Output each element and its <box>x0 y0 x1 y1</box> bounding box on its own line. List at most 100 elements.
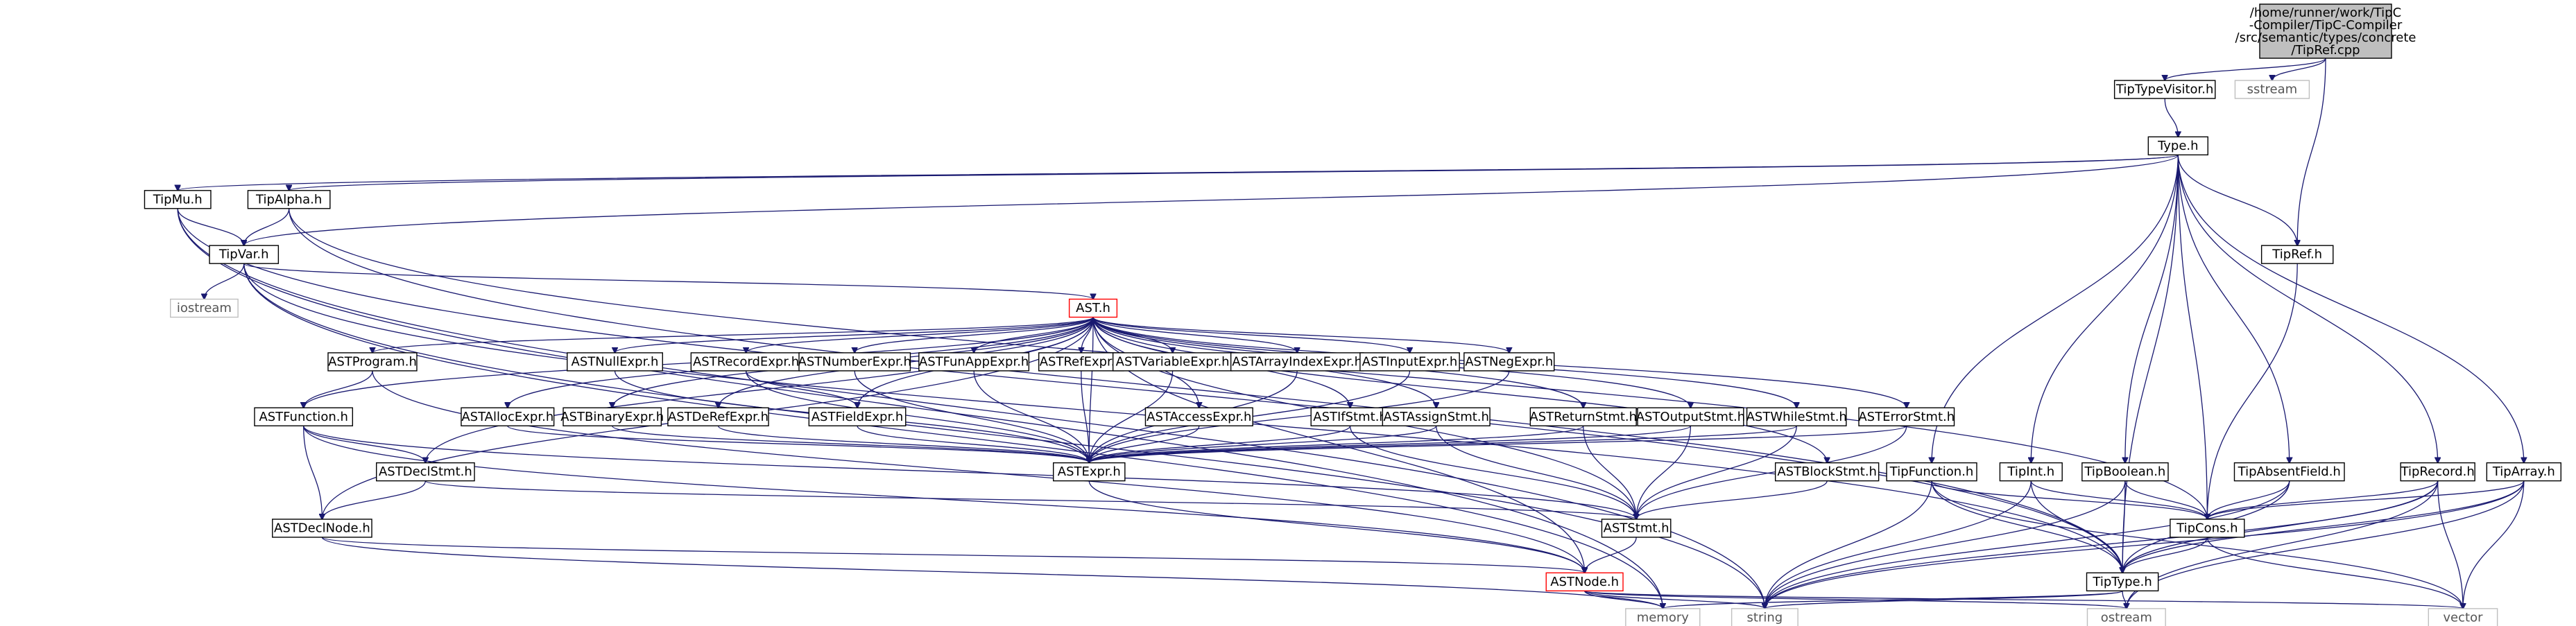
include-edge <box>717 425 1089 462</box>
node-astaccessexpr-h[interactable]: ASTAccessExpr.h <box>1144 407 1253 426</box>
node-astnode-h[interactable]: ASTNode.h <box>1545 572 1624 592</box>
node-tipfunction-h[interactable]: TipFunction.h <box>1886 462 1977 482</box>
node-label: TipVar.h <box>218 247 269 262</box>
node-box <box>1601 519 1672 538</box>
node-astarrayindexexpr-h[interactable]: ASTArrayIndexExpr.h <box>1230 352 1364 372</box>
node-box <box>144 190 212 209</box>
node-box <box>567 352 663 372</box>
node-astbinaryexpr-h[interactable]: ASTBinaryExpr.h <box>560 407 664 426</box>
include-edge <box>1931 480 2207 519</box>
include-edge <box>2125 155 2179 462</box>
node-astexpr-h[interactable]: ASTExpr.h <box>1053 462 1126 482</box>
node-ostream[interactable]: ostream <box>2086 608 2166 626</box>
include-edge <box>1583 590 1765 609</box>
include-edge <box>1931 480 2463 609</box>
include-edge <box>1089 370 1510 463</box>
include-edge <box>2177 155 2289 462</box>
node-tipmu-h[interactable]: TipMu.h <box>144 190 212 209</box>
include-edge <box>1663 590 2123 609</box>
node-tipabsentfield-h[interactable]: TipAbsentField.h <box>2233 462 2345 482</box>
node-astprogram-h[interactable]: ASTProgram.h <box>327 352 418 372</box>
node-tiparray-h[interactable]: TipArray.h <box>2486 462 2562 482</box>
include-edge <box>244 154 2179 245</box>
node-astreturnstmt-h[interactable]: ASTReturnStmt.h <box>1529 407 1637 426</box>
node-box <box>376 462 475 482</box>
node-label: ASTReturnStmt.h <box>1529 410 1637 424</box>
node-tipboolean-h[interactable]: TipBoolean.h <box>2081 462 2169 482</box>
node-astoutputstmt-h[interactable]: ASTOutputStmt.h <box>1636 407 1745 426</box>
node-box <box>1858 407 1955 426</box>
node-tipref-h[interactable]: TipRef.h <box>2260 245 2334 264</box>
node-astfunappexpr-h[interactable]: ASTFunAppExpr.h <box>918 352 1030 372</box>
node-label: ASTErrorStmt.h <box>1858 410 1955 424</box>
node-tiptype-h[interactable]: TipType.h <box>2086 572 2159 592</box>
node-tipalpha-h[interactable]: TipAlpha.h <box>247 190 331 209</box>
node-label: TipType.h <box>2092 575 2152 589</box>
node-astassignstmt-h[interactable]: ASTAssignStmt.h <box>1382 407 1491 426</box>
include-edge <box>855 317 1094 353</box>
node-astrecordexpr-h[interactable]: ASTRecordExpr.h <box>690 352 802 372</box>
node-label: TipArray.h <box>2492 464 2555 479</box>
node-iostream[interactable]: iostream <box>170 298 239 318</box>
node-astdeclstmt-h[interactable]: ASTDeclStmt.h <box>376 462 475 482</box>
node-box <box>2486 462 2562 482</box>
include-edge <box>372 316 1094 353</box>
node-label: ASTIfStmt.h <box>1313 410 1387 424</box>
include-edge <box>1764 480 2290 609</box>
node-label: ASTAllocExpr.h <box>461 410 553 424</box>
include-edge <box>204 263 245 299</box>
node-label: TipRecord.h <box>2401 464 2475 479</box>
node-astfieldexpr-h[interactable]: ASTFieldExpr.h <box>808 407 907 426</box>
include-edge <box>2030 480 2207 519</box>
node-tiptypevisitor-h[interactable]: TipTypeVisitor.h <box>2113 80 2216 99</box>
node-astinputexpr-h[interactable]: ASTInputExpr.h <box>1359 352 1460 372</box>
node-astnullexpr-h[interactable]: ASTNullExpr.h <box>567 352 663 372</box>
node-tipcons-h[interactable]: TipCons.h <box>2170 519 2245 538</box>
node-box <box>2170 519 2245 538</box>
node-astblockstmt-h[interactable]: ASTBlockStmt.h <box>1774 462 1880 482</box>
include-edge <box>178 154 2179 190</box>
node-astrefexpr-h[interactable]: ASTRefExpr.h <box>1038 352 1124 372</box>
node-tiprecord-h[interactable]: TipRecord.h <box>2400 462 2475 482</box>
node-tipint-h[interactable]: TipInt.h <box>1999 462 2063 482</box>
include-edge <box>1764 480 2439 609</box>
node-label: ASTAssignStmt.h <box>1383 410 1488 424</box>
node-astwhilestmt-h[interactable]: ASTWhileStmt.h <box>1746 407 1847 426</box>
node-astnegexpr-h[interactable]: ASTNegExpr.h <box>1463 352 1555 372</box>
node-box <box>247 190 331 209</box>
node-sstream[interactable]: sstream <box>2234 80 2310 99</box>
include-edge <box>854 370 1089 463</box>
include-edge <box>1089 425 1584 462</box>
node-string[interactable]: string <box>1731 608 1798 626</box>
node-label: ASTBlockStmt.h <box>1777 464 1877 479</box>
node-label: ostream <box>2101 610 2152 625</box>
node-asterrorstmt-h[interactable]: ASTErrorStmt.h <box>1858 407 1955 426</box>
node-box <box>667 407 769 426</box>
node-astderefexpr-h[interactable]: ASTDeRefExpr.h <box>667 407 769 426</box>
node-type-h[interactable]: Type.h <box>2147 136 2208 156</box>
node-ast-h[interactable]: AST.h <box>1068 298 1118 318</box>
node-astvariableexpr-h[interactable]: ASTVariableExpr.h <box>1112 352 1233 372</box>
node-astdeclnode-h[interactable]: ASTDeclNode.h <box>272 519 372 538</box>
node-astifstmt-h[interactable]: ASTIfStmt.h <box>1310 407 1390 426</box>
node-label: ASTDeRefExpr.h <box>668 410 768 424</box>
include-edge <box>424 480 1636 519</box>
include-edge <box>2207 480 2439 519</box>
node-label: string <box>1747 610 1783 625</box>
node-memory[interactable]: memory <box>1625 608 1701 626</box>
node-astallocexpr-h[interactable]: ASTAllocExpr.h <box>461 407 555 426</box>
node-vector[interactable]: vector <box>2428 608 2498 626</box>
node-root-tipref-cpp: /home/runner/work/TipC -Compiler/TipC-Co… <box>2235 3 2416 59</box>
node-box <box>2233 462 2345 482</box>
node-label: TipTypeVisitor.h <box>2115 82 2213 97</box>
node-tipvar-h[interactable]: TipVar.h <box>209 245 280 264</box>
include-edge <box>177 208 244 245</box>
node-astnumberexpr-h[interactable]: ASTNumberExpr.h <box>798 352 911 372</box>
node-box <box>1068 298 1118 318</box>
node-label: TipBoolean.h <box>2084 464 2165 479</box>
node-aststmt-h[interactable]: ASTStmt.h <box>1601 519 1672 538</box>
node-box <box>170 298 239 318</box>
node-label: ASTNullExpr.h <box>572 354 659 369</box>
node-astfunction-h[interactable]: ASTFunction.h <box>254 407 354 426</box>
include-edge <box>2124 480 2207 519</box>
